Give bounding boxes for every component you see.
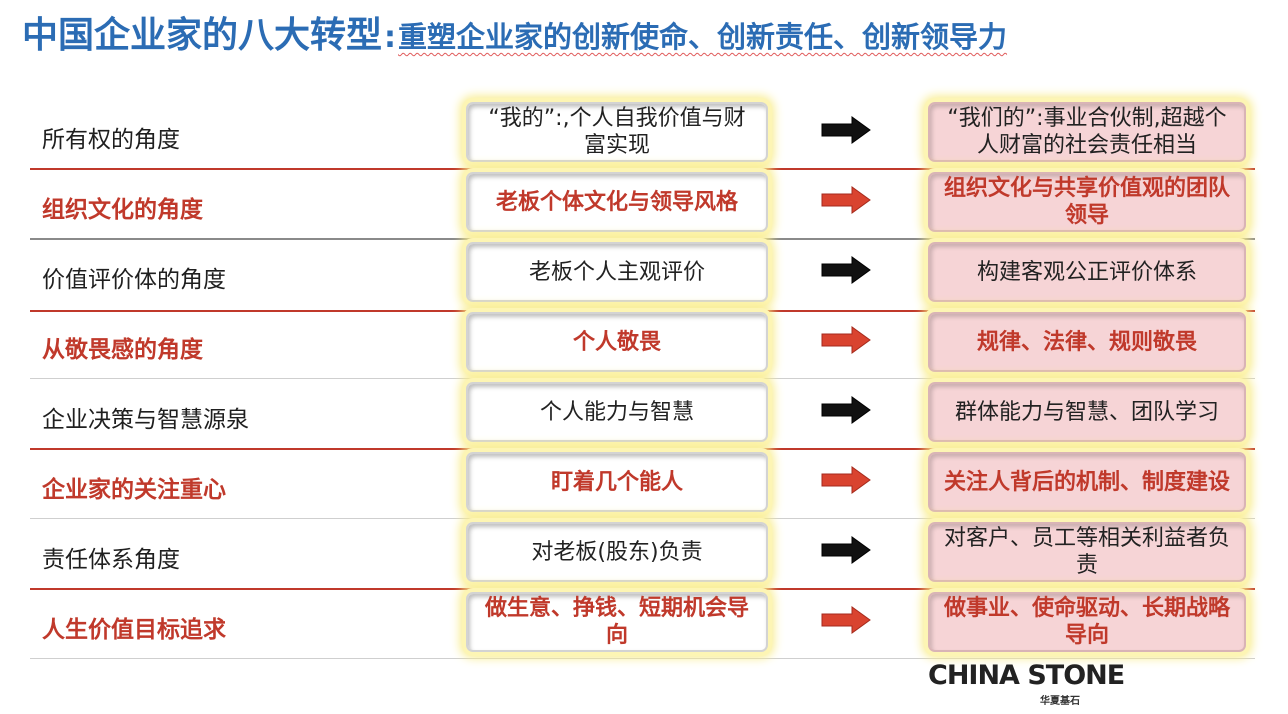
from-state-box: 老板个体文化与领导风格 <box>466 172 768 232</box>
from-state-text: 对老板(股东)负责 <box>531 539 703 565</box>
from-state-text: 盯着几个能人 <box>550 469 683 495</box>
to-state-box: 构建客观公正评价体系 <box>928 242 1246 302</box>
row-divider <box>30 238 1255 240</box>
transformation-row: 组织文化的角度 老板个体文化与领导风格 组织文化与共享价值观的团队领导 <box>0 168 1288 238</box>
black-arrow-icon <box>821 116 871 144</box>
black-arrow-icon <box>821 536 871 564</box>
to-state-text: 群体能力与智慧、团队学习 <box>954 399 1219 425</box>
to-state-box: “我们的”:事业合伙制,超越个人财富的社会责任相当 <box>928 102 1246 162</box>
transformation-row: 人生价值目标追求 做生意、挣钱、短期机会导向 做事业、使命驱动、长期战略导向 <box>0 588 1288 658</box>
from-state-box: 盯着几个能人 <box>466 452 768 512</box>
black-arrow-icon <box>821 256 871 284</box>
row-perspective-label: 从敬畏感的角度 <box>42 337 203 363</box>
row-divider <box>30 378 1255 379</box>
title-colon: : <box>384 20 397 55</box>
row-perspective-label: 价值评价体的角度 <box>42 267 226 293</box>
red-arrow-icon <box>821 186 871 214</box>
transformation-row: 企业家的关注重心 盯着几个能人 关注人背后的机制、制度建设 <box>0 448 1288 518</box>
from-state-box: 对老板(股东)负责 <box>466 522 768 582</box>
to-state-box: 对客户、员工等相关利益者负责 <box>928 522 1246 582</box>
from-state-text: 个人敬畏 <box>572 329 661 355</box>
china-stone-logo: CHINA STONE 华夏基石 <box>928 660 1125 710</box>
row-divider <box>30 310 1255 312</box>
from-state-box: “我的”:,个人自我价值与财富实现 <box>466 102 768 162</box>
from-state-box: 个人敬畏 <box>466 312 768 372</box>
to-state-box: 关注人背后的机制、制度建设 <box>928 452 1246 512</box>
row-perspective-label: 企业决策与智慧源泉 <box>42 407 249 433</box>
to-state-text: 做事业、使命驱动、长期战略导向 <box>944 596 1231 648</box>
title-main: 中国企业家的八大转型 <box>22 15 383 56</box>
black-arrow-icon <box>821 396 871 424</box>
to-state-box: 群体能力与智慧、团队学习 <box>928 382 1246 442</box>
from-state-text: 老板个体文化与领导风格 <box>495 189 738 215</box>
to-state-text: “我们的”:事业合伙制,超越个人财富的社会责任相当 <box>947 106 1227 158</box>
row-divider <box>30 448 1255 450</box>
transformation-row: 所有权的角度 “我的”:,个人自我价值与财富实现 “我们的”:事业合伙制,超越个人财… <box>0 98 1288 168</box>
to-state-text: 组织文化与共享价值观的团队领导 <box>944 176 1231 228</box>
to-state-box: 做事业、使命驱动、长期战略导向 <box>928 592 1246 652</box>
row-perspective-label: 组织文化的角度 <box>42 197 203 223</box>
to-state-text: 对客户、员工等相关利益者负责 <box>944 526 1231 578</box>
to-state-box: 组织文化与共享价值观的团队领导 <box>928 172 1246 232</box>
logo-text-en: CHINA STONE <box>928 660 1125 691</box>
to-state-text: 关注人背后的机制、制度建设 <box>944 469 1231 495</box>
from-state-box: 做生意、挣钱、短期机会导向 <box>466 592 768 652</box>
row-divider <box>30 658 1255 659</box>
row-perspective-label: 人生价值目标追求 <box>42 617 226 643</box>
from-state-box: 老板个人主观评价 <box>466 242 768 302</box>
red-arrow-icon <box>821 606 871 634</box>
title-subtitle: 重塑企业家的创新使命、创新责任、创新领导力 <box>398 20 1008 54</box>
from-state-text: 老板个人主观评价 <box>528 259 705 285</box>
from-state-text: 个人能力与智慧 <box>539 399 694 425</box>
logo-text-cn: 华夏基石 <box>1040 696 1080 707</box>
page-title: 中国企业家的八大转型 : 重塑企业家的创新使命、创新责任、创新领导力 <box>22 6 1007 56</box>
row-perspective-label: 企业家的关注重心 <box>42 477 226 503</box>
transformation-row: 企业决策与智慧源泉 个人能力与智慧 群体能力与智慧、团队学习 <box>0 378 1288 448</box>
from-state-text: 做生意、挣钱、短期机会导向 <box>484 596 749 648</box>
red-arrow-icon <box>821 326 871 354</box>
row-perspective-label: 所有权的角度 <box>42 127 180 153</box>
to-state-text: 规律、法律、规则敬畏 <box>976 329 1197 355</box>
transformation-row: 责任体系角度 对老板(股东)负责 对客户、员工等相关利益者负责 <box>0 518 1288 588</box>
from-state-box: 个人能力与智慧 <box>466 382 768 442</box>
row-perspective-label: 责任体系角度 <box>42 547 180 573</box>
row-divider <box>30 518 1255 519</box>
to-state-text: 构建客观公正评价体系 <box>976 259 1197 285</box>
transformation-row: 价值评价体的角度 老板个人主观评价 构建客观公正评价体系 <box>0 238 1288 308</box>
from-state-text: “我的”:,个人自我价值与财富实现 <box>488 106 746 158</box>
row-divider <box>30 588 1255 590</box>
row-divider <box>30 168 1255 170</box>
to-state-box: 规律、法律、规则敬畏 <box>928 312 1246 372</box>
red-arrow-icon <box>821 466 871 494</box>
transformation-row: 从敬畏感的角度 个人敬畏 规律、法律、规则敬畏 <box>0 308 1288 378</box>
